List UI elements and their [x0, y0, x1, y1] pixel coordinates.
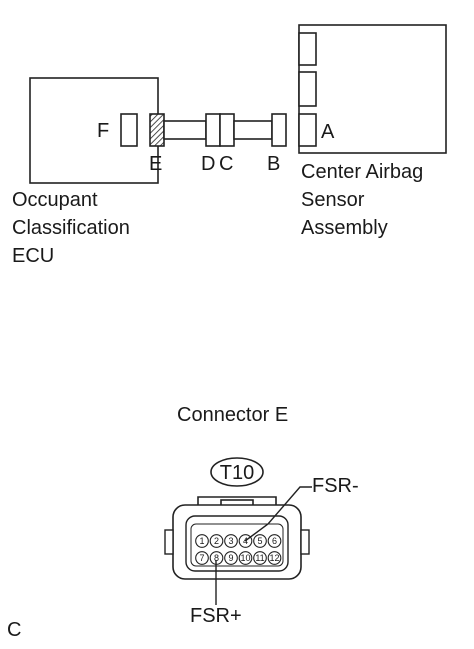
- connector-d: [205, 113, 221, 147]
- footer-code: C: [7, 619, 21, 641]
- pin-5-number: 5: [257, 536, 262, 546]
- pin-3-number: 3: [228, 536, 233, 546]
- pin-8-number: 8: [214, 553, 219, 563]
- connector-id-badge: [210, 457, 264, 487]
- pin-5: [253, 534, 267, 548]
- connector-e-hatched: [149, 113, 165, 147]
- pin-10: [238, 551, 253, 565]
- pin-6: [267, 534, 282, 548]
- pin-1-number: 1: [199, 536, 204, 546]
- fsr-minus-leader: [244, 486, 312, 542]
- connector-a-label: A: [321, 121, 335, 143]
- occupant-ecu-box: [29, 77, 159, 184]
- harness-segment-right: [233, 120, 273, 140]
- connector-detail-title: Connector E: [177, 404, 288, 426]
- connector-f-label: F: [97, 120, 109, 142]
- occupant-ecu-label-line3: ECU: [12, 245, 54, 267]
- occupant-ecu-label-line1: Occupant: [12, 189, 98, 211]
- pin-9: [224, 551, 238, 565]
- airbag-sensor-label-line2: Sensor: [301, 189, 365, 211]
- airbag-sensor-connector-2: [298, 71, 317, 107]
- fsr-plus-label: FSR+: [190, 605, 242, 627]
- pin-3: [224, 534, 238, 548]
- connector-d-label: D: [201, 153, 215, 175]
- pin-11: [253, 551, 267, 565]
- airbag-sensor-box: [298, 24, 447, 154]
- connector-b: [271, 113, 287, 147]
- connector-a: [298, 113, 317, 147]
- connector-c-label: C: [219, 153, 233, 175]
- connector-b-label: B: [267, 153, 280, 175]
- pin-12-number: 12: [269, 553, 279, 563]
- pin-7: [195, 551, 209, 565]
- pin-7-number: 7: [199, 553, 204, 563]
- pin-2-number: 2: [214, 536, 219, 546]
- pin-6-number: 6: [272, 536, 277, 546]
- fsr-minus-label: FSR-: [312, 475, 359, 497]
- airbag-sensor-label-line3: Assembly: [301, 217, 388, 239]
- pin-1: [195, 534, 209, 548]
- pin-2: [209, 534, 224, 548]
- harness-segment-left: [163, 120, 207, 140]
- airbag-sensor-label-line1: Center Airbag: [301, 161, 423, 183]
- pin-12: [267, 551, 282, 565]
- pin-9-number: 9: [228, 553, 233, 563]
- connector-c: [219, 113, 235, 147]
- occupant-ecu-label-line2: Classification: [12, 217, 130, 239]
- connector-f: [120, 113, 138, 147]
- connector-id-badge-text: T10: [220, 462, 254, 484]
- pin-11-number: 11: [255, 553, 264, 563]
- connector-e-label: E: [149, 153, 162, 175]
- airbag-sensor-connector-1: [298, 32, 317, 66]
- pin-10-number: 10: [240, 553, 250, 563]
